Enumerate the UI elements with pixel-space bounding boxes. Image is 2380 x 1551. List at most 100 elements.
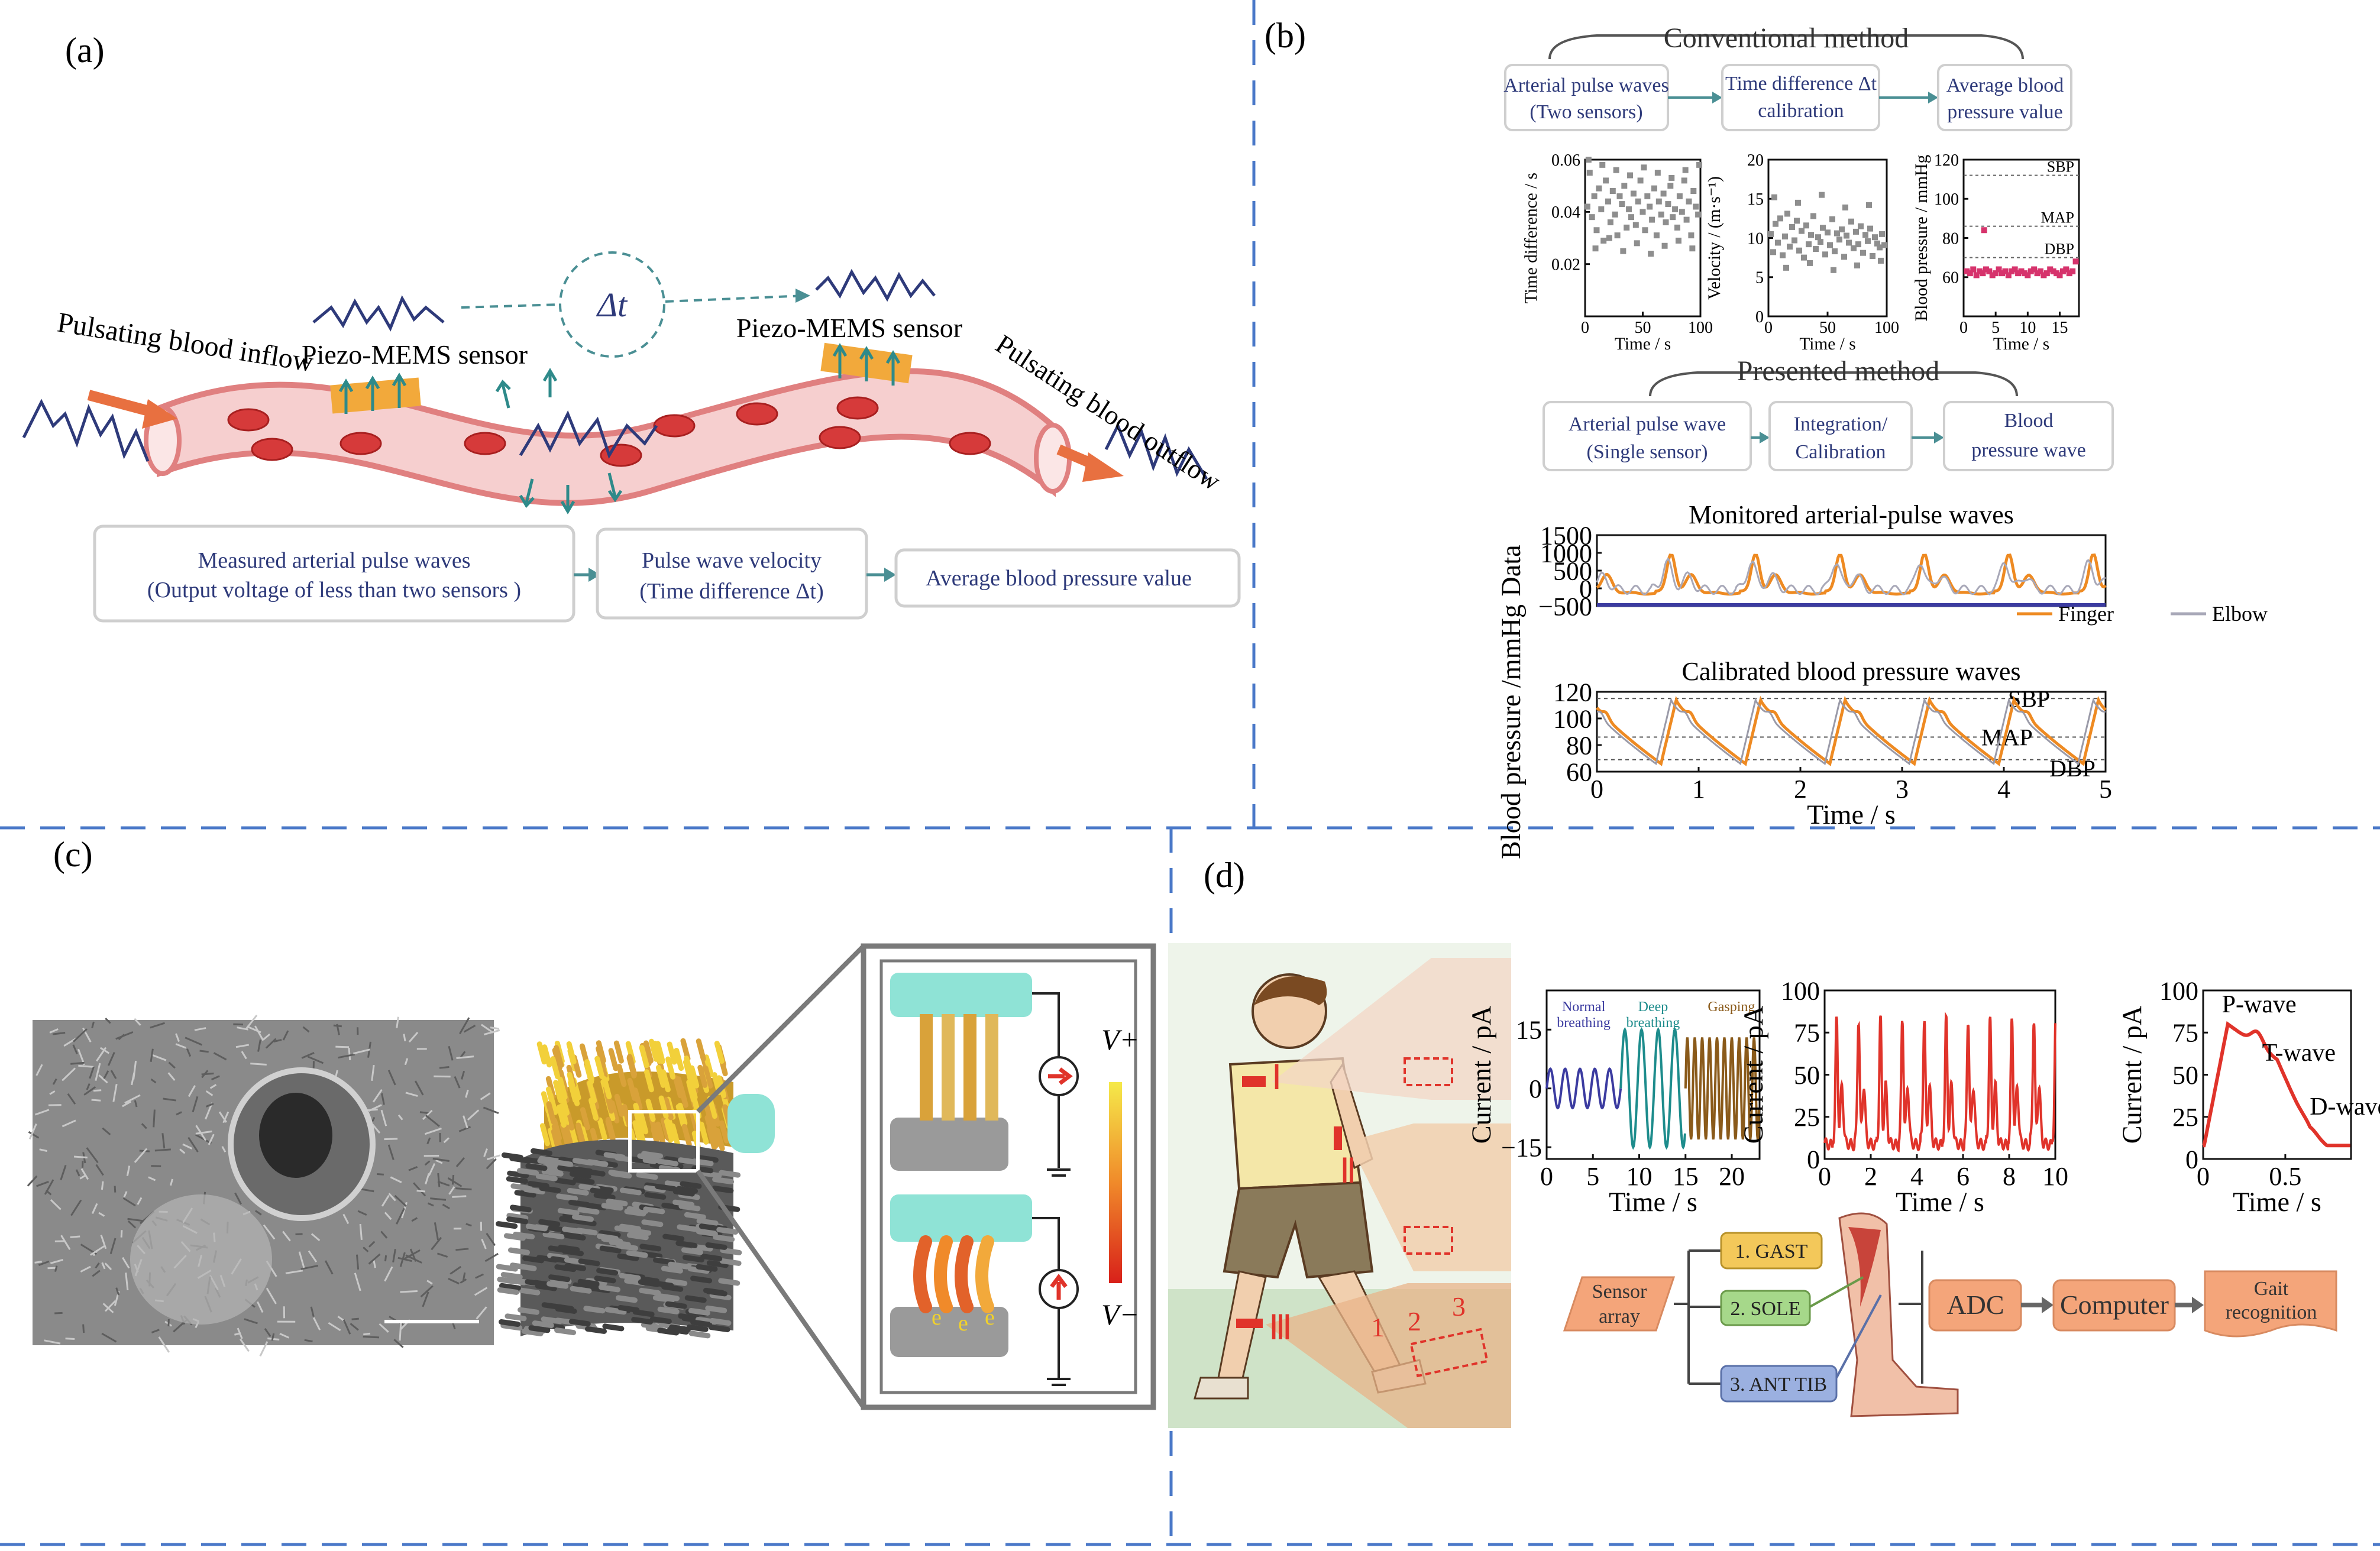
bristle-yellow [709,1118,720,1142]
sem-fiber [342,1319,351,1335]
bristle-gray [696,1155,719,1163]
sem-fiber [368,1253,381,1265]
sem-fiber [141,1123,147,1129]
bristle-yellow [684,1055,694,1079]
inflow-label: Pulsating blood inflow [55,307,316,378]
sem-fiber [371,1123,381,1134]
scatter-point [2034,270,2041,277]
scatter-point [2043,270,2050,277]
sem-fiber [54,1240,65,1242]
bristle-gray [556,1193,578,1202]
bristle-yellow [584,1059,594,1083]
scatter-point [1628,214,1634,221]
sem-fiber [70,1235,80,1238]
sem-fiber [394,1194,407,1207]
flow-box-pulse-velocity: Pulse wave velocity (Time difference Δt) [596,527,868,620]
scatter-point [1612,211,1618,218]
walking-person-illustration: Ⅰ Ⅱ Ⅲ 1 2 3 [1168,943,1511,1428]
bristle-gray [496,1221,518,1229]
x-tick-label: 10 [1626,1162,1653,1191]
sem-fiber [115,1287,120,1296]
scatter-point [1866,202,1872,208]
sem-fiber [82,1324,85,1333]
sem-fiber [393,1339,404,1348]
bristle-yellow [553,1080,564,1103]
sem-fiber [148,1176,156,1181]
bristle-gray [665,1278,688,1286]
sem-fiber [308,1250,318,1262]
bristle-gray [535,1173,558,1181]
sem-fiber [150,1078,157,1084]
scatter-point [1836,237,1842,243]
sem-fiber [463,1024,476,1033]
sensor-array-line2: array [1599,1306,1640,1327]
bristle-gray [639,1244,662,1252]
scatter-point [1683,216,1690,223]
bristle-gray [577,1278,600,1287]
y-tick-label: 5 [1755,269,1764,287]
sem-cluster [130,1194,272,1325]
bristle-gray [568,1319,591,1327]
bristle-yellow [663,1097,674,1121]
bristle-gray [598,1284,620,1293]
bp-wave-finger [1596,695,2107,766]
sem-fiber [110,1070,117,1079]
y-axis-label: Blood pressure / mmHg [1912,154,1931,321]
sem-fiber [377,1173,384,1176]
muscle-gast [1848,1227,1881,1307]
sem-fiber [443,1137,450,1144]
muscle-connector-ant [1835,1294,1882,1378]
scatter-point [1682,167,1689,173]
y-tick-label: 25 [1794,1103,1820,1132]
sem-fiber [89,1066,95,1079]
bristle-gray [558,1244,580,1252]
bristle-gray [601,1203,623,1211]
scatter-point [1603,177,1609,184]
sem-fiber [237,1027,248,1031]
y-tick-label: 50 [1794,1061,1820,1090]
bristle-gray [636,1172,658,1180]
scatter-point [1674,224,1680,231]
sem-fiber [124,1094,141,1104]
scatter-point [1775,239,1781,246]
sem-fiber [179,1148,186,1154]
sem-fiber [439,1066,450,1069]
x-axis-label: Time / s [1993,335,2049,354]
bristle-gray [608,1170,630,1178]
sem-fiber [60,1165,67,1181]
sem-fiber [187,1136,199,1152]
sem-fiber [96,1047,107,1062]
sem-fiber [123,1191,128,1198]
sem-fiber [282,1030,289,1041]
bristle-gray [668,1261,690,1270]
bristle-gray [568,1199,590,1207]
sem-fiber [285,1270,303,1274]
scatter-point [1784,211,1790,217]
sem-fiber [52,1032,66,1035]
sem-fiber [480,1092,491,1100]
sem-fiber [62,1119,76,1128]
sem-fiber [213,1052,227,1061]
panel-c: (c) [27,835,1156,1410]
flow-box-average-bp-text: Average blood pressure value [926,566,1192,591]
y-tick-label: 75 [2172,1019,2198,1048]
bristle-gray [643,1206,665,1215]
y-tick-label: 60 [1942,269,1959,287]
sem-fiber [90,1245,106,1256]
x-tick-label: 5 [2099,775,2112,804]
bristle-gray [571,1214,594,1222]
x-tick-label: 0 [1590,775,1603,804]
bristle-gray [599,1230,621,1238]
bristle-gray [497,1287,519,1295]
bp-wave-elbow [1596,697,2106,766]
bristle-gray [641,1151,664,1159]
sem-fiber [476,1306,487,1320]
scatter-point [1839,226,1845,232]
bristle-yellow [652,1041,662,1064]
flow-box-average-bp: Average blood pressure value [894,548,1241,608]
x-tick-label: 4 [1997,775,2010,804]
scatter-point [1695,211,1702,218]
scatter-point [1848,218,1854,225]
